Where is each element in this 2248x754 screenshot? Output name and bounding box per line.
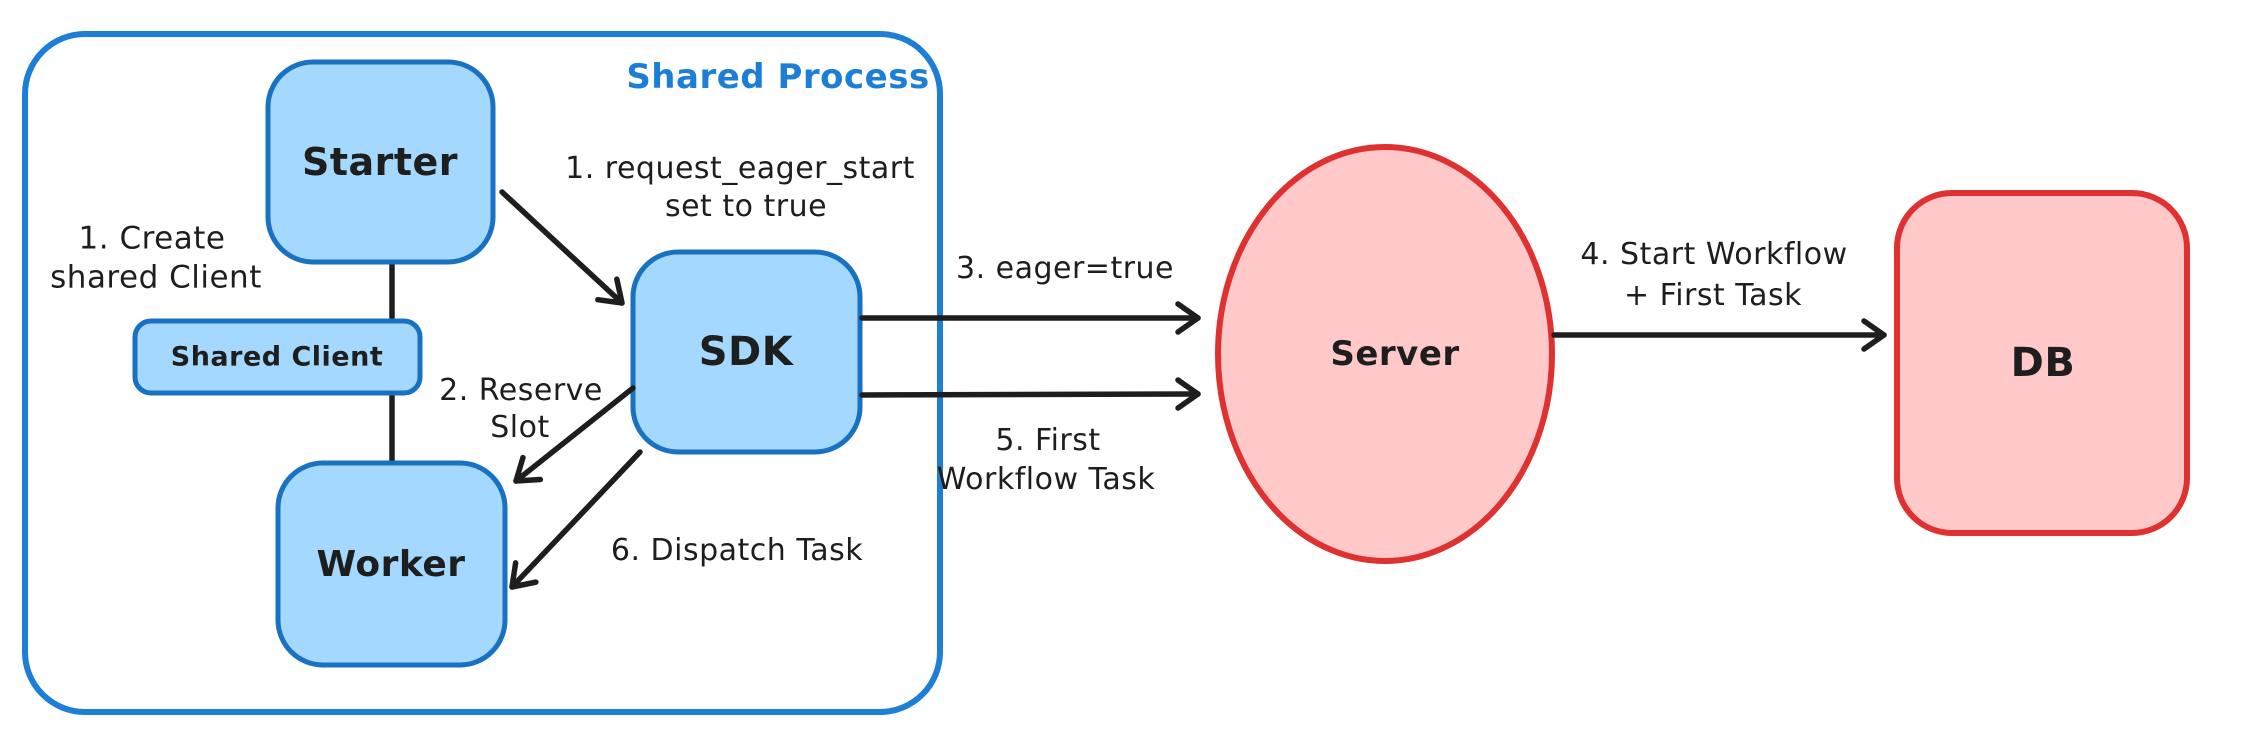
arrow-sdk-dispatch-task xyxy=(509,449,643,590)
annotation-request-eager-start-line2: set to true xyxy=(664,189,828,224)
annotation-reserve-slot-line2: Slot xyxy=(490,410,550,445)
arrow-starter-to-sdk xyxy=(499,189,625,306)
worker-node-label: Worker xyxy=(316,544,466,585)
worker-node-shape xyxy=(275,460,508,668)
starter-node-label: Starter xyxy=(301,140,459,184)
shared-process-title: Shared Process xyxy=(626,57,930,97)
starter-node-shape xyxy=(265,59,496,265)
annotation-request-eager-start-line1: 1. request_eager_start xyxy=(565,151,915,186)
server-node-shape xyxy=(1215,144,1555,564)
annotation-start-workflow-line2: + First Task xyxy=(1623,278,1803,313)
shared-client-node-shape xyxy=(132,318,423,396)
arrow-sdk-to-server-first-task xyxy=(859,377,1201,411)
annotation-reserve-slot-line1: 2. Reserve xyxy=(439,373,603,408)
annotation-first-workflow-task-line1: 5. First xyxy=(995,423,1101,458)
shared-process-container-shape xyxy=(22,31,943,715)
server-node-label: Server xyxy=(1330,334,1460,374)
shared-client-node-label: Shared Client xyxy=(170,341,384,373)
annotation-create-shared-client-line2: shared Client xyxy=(50,259,262,296)
annotation-start-workflow-line1: 4. Start Workflow xyxy=(1580,237,1848,272)
annotation-create-shared-client-line1: 1. Create xyxy=(78,220,226,257)
annotation-first-workflow-task-line2: Workflow Task xyxy=(936,462,1156,497)
db-node-shape xyxy=(1894,190,2190,536)
annotation-dispatch-task: 6. Dispatch Task xyxy=(610,533,864,568)
sdk-node-label: SDK xyxy=(698,329,794,375)
sdk-node-shape xyxy=(630,249,863,455)
arrow-sdk-reserve-slot xyxy=(513,385,636,484)
db-node-label: DB xyxy=(2010,340,2076,386)
annotation-eager-true: 3. eager=true xyxy=(955,251,1175,286)
